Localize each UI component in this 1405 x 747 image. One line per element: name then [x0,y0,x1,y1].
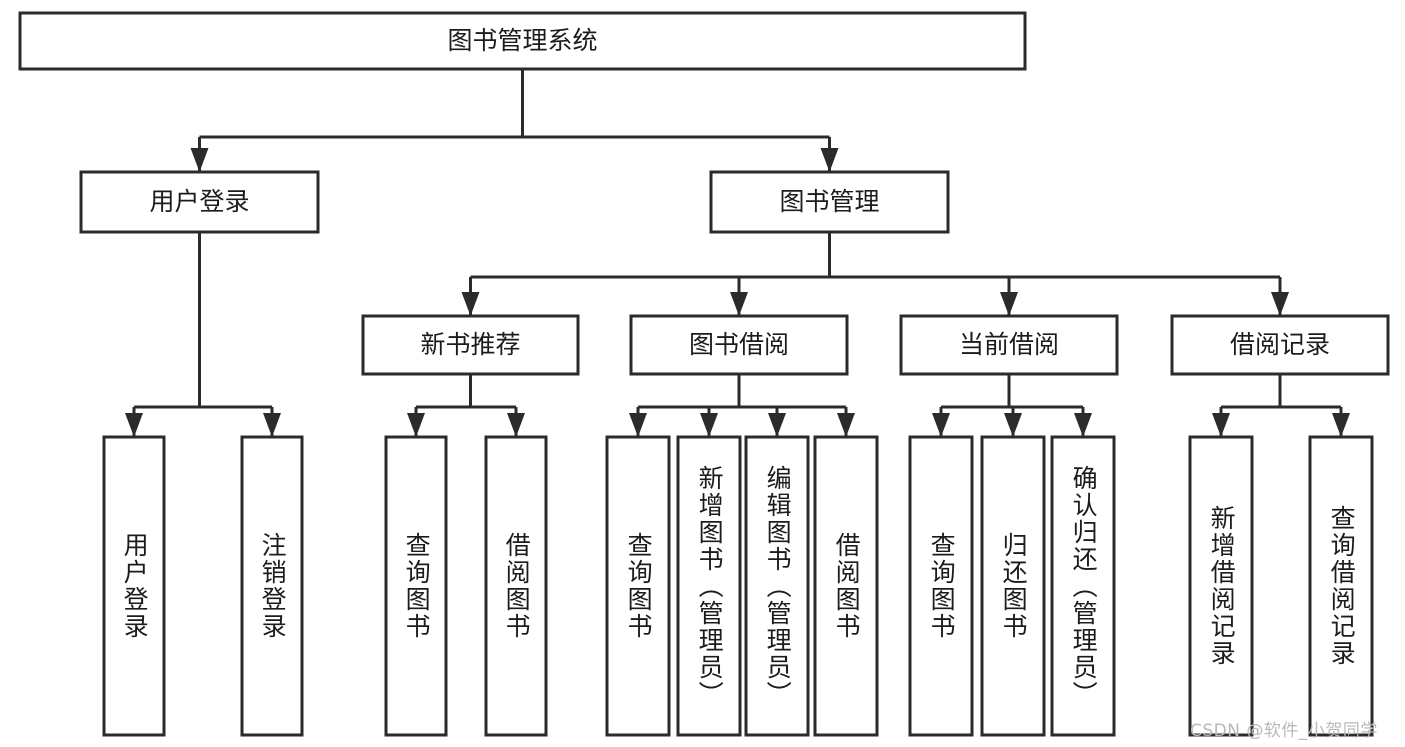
arrowhead [700,413,718,437]
arrowhead [1332,413,1350,437]
node-new-book-rec[interactable]: 新书推荐 [361,314,580,376]
arrowhead [1004,413,1022,437]
node-leaf-add-record[interactable] [1188,435,1254,737]
node-leaf-query-book-2[interactable] [605,435,671,737]
node-leaf-user-login[interactable] [102,435,166,737]
node-leaf-return-book[interactable] [980,435,1046,737]
arrowhead [1000,292,1018,316]
node-book-manage[interactable]: 图书管理 [709,170,950,234]
node-book-borrow[interactable]: 图书借阅 [629,314,849,376]
node-leaf-borrow-book-1[interactable] [484,435,548,737]
node-leaf-query-book-3[interactable] [908,435,974,737]
node-borrow-record[interactable]: 借阅记录 [1170,314,1390,376]
arrowhead [1212,413,1230,437]
arrowhead [932,413,950,437]
arrowhead [820,148,839,172]
arrowhead [125,413,143,437]
node-root-system[interactable]: 图书管理系统 [18,11,1027,71]
node-leaf-confirm-return[interactable] [1050,435,1116,737]
arrowhead [507,413,525,437]
arrowhead [263,413,281,437]
arrowhead [768,413,786,437]
node-label: 借阅记录 [1230,330,1330,359]
arrowhead [461,292,480,316]
node-leaf-query-record[interactable] [1308,435,1374,737]
node-leaf-add-book[interactable] [676,435,742,737]
node-label: 图书管理 [779,187,879,216]
arrowhead [730,292,748,316]
node-label: 当前借阅 [959,330,1059,359]
arrowhead [1271,292,1289,316]
node-leaf-edit-book[interactable] [744,435,810,737]
node-label: 新书推荐 [420,330,520,359]
node-leaf-borrow-book-2[interactable] [813,435,879,737]
watermark-text: CSDN @软件_小贺同学 [1190,721,1378,741]
arrowhead [190,148,209,172]
node-leaf-logout[interactable] [240,435,304,737]
connector-layer [125,69,1350,437]
arrowhead [407,413,425,437]
node-label: 图书管理系统 [447,26,597,55]
arrowhead [1074,413,1092,437]
arrowhead [837,413,855,437]
node-label: 用户登录 [149,187,249,216]
node-current-borrow[interactable]: 当前借阅 [899,314,1119,376]
node-user-login[interactable]: 用户登录 [79,170,320,234]
node-leaf-query-book-1[interactable] [384,435,448,737]
node-label: 图书借阅 [689,330,789,359]
arrowhead [629,413,647,437]
